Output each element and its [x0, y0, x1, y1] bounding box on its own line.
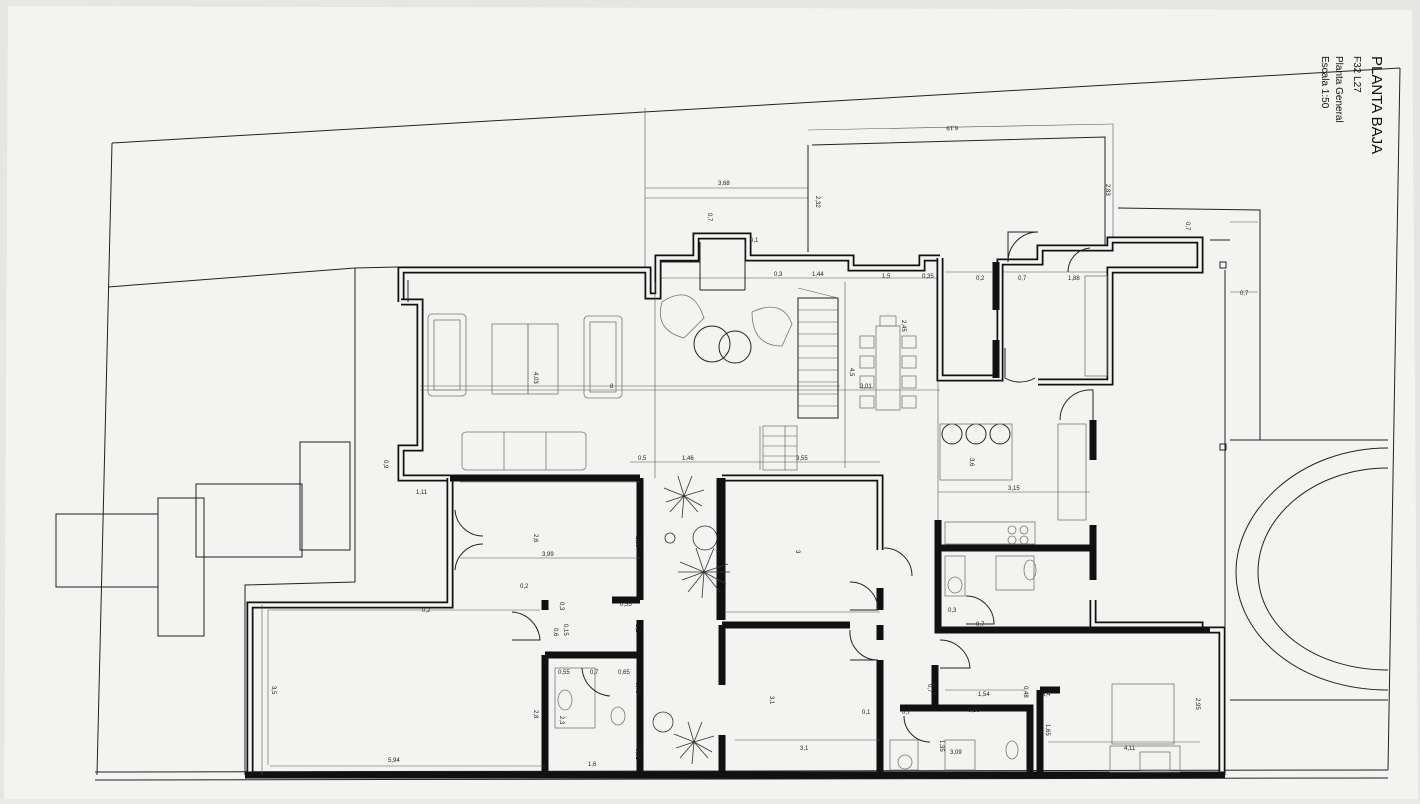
dim-label: 2,32 [814, 196, 820, 208]
dim-label: 2,3 [558, 716, 564, 725]
dim-label: 0,7 [976, 622, 985, 628]
dim-label: 0,7 [706, 213, 712, 222]
staircase [762, 287, 839, 471]
dim-label: 0,2 [520, 584, 529, 590]
column [1219, 443, 1227, 451]
dim-label: 0,1 [862, 710, 871, 716]
dim-label: 0,48 [1022, 686, 1028, 698]
column [1219, 261, 1227, 269]
dim-label: 0,7 [1018, 276, 1027, 282]
dim-label: 1,2 [634, 624, 640, 633]
kitchen-furniture [939, 275, 1108, 545]
dim-label: 0,15 [562, 624, 568, 636]
dim-label: 3,15 [1008, 486, 1020, 492]
dim-label: 3,6 [968, 458, 974, 467]
dim-label: 1,46 [682, 456, 694, 462]
dim-label: 0,7 [1240, 291, 1249, 297]
dim-label: 8 [610, 384, 614, 390]
patio-boundary [244, 268, 356, 775]
upper-terrace-line [811, 136, 1106, 248]
dim-label: 2,45 [900, 320, 906, 332]
interior-walls [450, 262, 1210, 775]
dim-label: 0,1 [750, 238, 759, 244]
bathroom-fixtures [554, 555, 1037, 771]
dim-label: 0,35 [922, 274, 934, 280]
dim-label: 0,3 [948, 608, 957, 614]
dim-label: 1,88 [1068, 276, 1080, 282]
dim-label: 0,7 [902, 710, 911, 716]
dining-furniture [859, 315, 917, 411]
dim-label: 2,83 [1104, 184, 1110, 196]
plot-boundary-right [1387, 67, 1401, 771]
dim-label: 5,94 [388, 758, 400, 764]
living-room-furniture [427, 294, 793, 471]
dim-label: 0,7 [926, 684, 932, 693]
dim-label: 3,01 [860, 384, 872, 390]
yard-line-right [1117, 207, 1261, 440]
dim-label: 2,6 [532, 534, 538, 543]
exterior-walls [245, 232, 1226, 779]
oval-outline-inner [1257, 467, 1389, 671]
dim-label: 1,11 [416, 490, 428, 496]
plan-scale: Escala 1:50 [1319, 56, 1330, 109]
plot-reference: F32 L27 [1351, 56, 1362, 93]
courtyard-plants [652, 475, 730, 765]
dim-label: 1,5 [882, 274, 891, 280]
dim-label: 0,31 [634, 748, 640, 760]
dim-label: 1,6 [588, 762, 597, 768]
dim-label: 0,30 [968, 708, 980, 714]
dim-label: 3,1 [768, 696, 774, 705]
dim-label: 3,99 [542, 552, 554, 558]
bedroom-furniture [1109, 683, 1181, 773]
dim-label: 3 [794, 550, 800, 554]
dim-label: 2,95 [1194, 698, 1200, 710]
dim-label: 3,09 [950, 750, 962, 756]
dim-label: 0,2 [422, 608, 431, 614]
dim-label: 0,9 [382, 460, 388, 469]
dim-label: 1,44 [812, 272, 824, 278]
outbuilding-block-3 [195, 483, 303, 558]
dim-label: 3,55 [796, 456, 808, 462]
title-block: PLANTA BAJA F32 L27 Planta General Escal… [1319, 56, 1385, 154]
dim-label: 0,5 [638, 456, 647, 462]
dim-label: 4,5 [848, 368, 854, 377]
dim-label: 0,3 [774, 272, 783, 278]
plot-boundary-left [96, 142, 113, 776]
dim-label: 1,65 [1044, 724, 1050, 736]
dim-label: 0,65 [618, 670, 630, 676]
dim-label: 0,75 [634, 682, 640, 694]
plot-boundary-top [111, 67, 1401, 144]
dim-label: 3,1 [800, 746, 809, 752]
outbuilding-block-2 [157, 497, 205, 637]
dim-label: 4,11 [1124, 746, 1136, 752]
dim-label: 0,3 [558, 602, 564, 611]
dim-line-619 [807, 123, 1114, 131]
dim-label: 3,4 [1042, 692, 1051, 698]
dim-label: 1,85 [634, 536, 640, 548]
dim-label: 3,5 [270, 686, 276, 695]
door-swings [454, 231, 1094, 743]
dim-label: 4,03 [532, 372, 538, 384]
dim-label: 0,7 [590, 670, 599, 676]
dim-label: 3,68 [718, 181, 730, 187]
dim-label: 0,55 [620, 602, 632, 608]
oval-outline-outer [1235, 447, 1389, 691]
dim-label: 1,35 [938, 740, 944, 752]
plan-subtitle: Planta General [1333, 56, 1344, 123]
dimension-labels: 6,19 3,68 2,32 2,83 0,7 0,1 0,7 0,7 0,3 … [270, 124, 1249, 768]
dim-label: 0,7 [1184, 222, 1190, 231]
dim-label: 6,19 [946, 124, 959, 130]
dim-label: 0,6 [552, 628, 558, 637]
dim-label: 2,8 [532, 710, 538, 719]
dim-label: 1,54 [978, 692, 990, 698]
paper-sheet [4, 6, 1418, 799]
dim-label: 0,55 [558, 670, 570, 676]
plan-title: PLANTA BAJA [1368, 56, 1385, 154]
dim-label: 0,2 [976, 276, 985, 282]
outbuilding-block-4 [299, 441, 351, 551]
